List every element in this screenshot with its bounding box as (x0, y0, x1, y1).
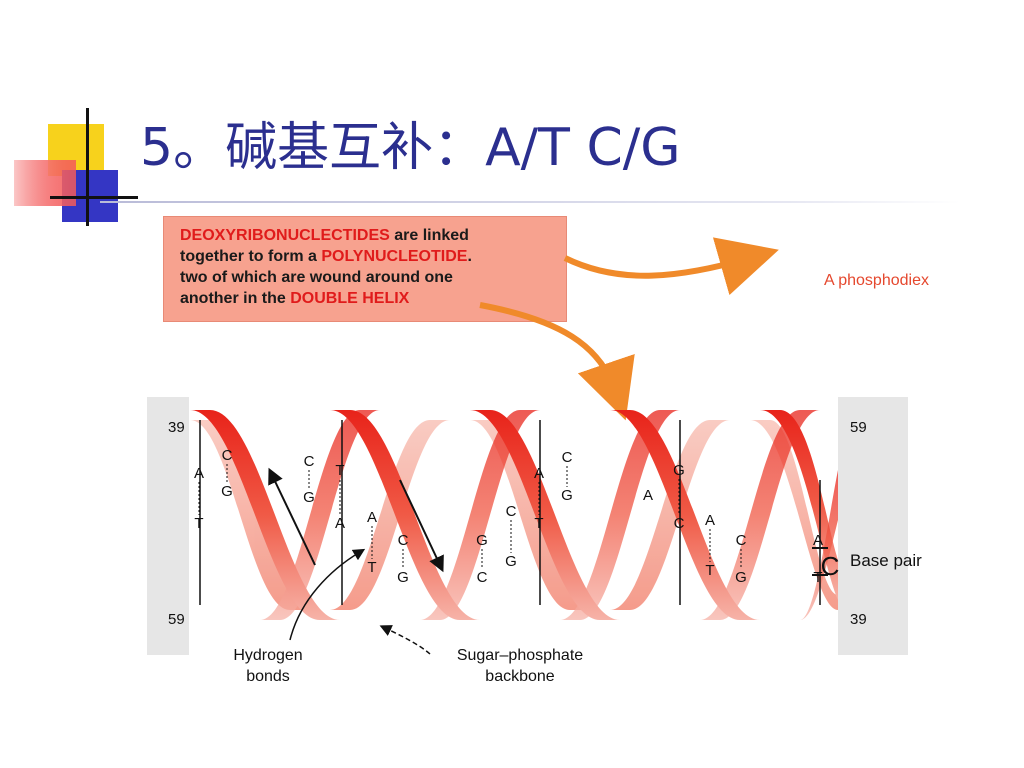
base-letters: AT CG CG TA AT CG GC CG AT CG A GC AT CG… (194, 447, 823, 586)
info-highlight-helix: DOUBLE HELIX (290, 290, 410, 307)
arrow-to-phosphodiester (563, 237, 779, 296)
svg-text:A: A (705, 512, 715, 529)
phosphodiester-label: A phosphodiex (824, 272, 929, 289)
backbone-label-line2: backbone (485, 668, 554, 685)
svg-text:T: T (335, 462, 344, 479)
strand-direction-arrow (399, 479, 444, 573)
backbone-label-line1: Sugar–phosphate (457, 647, 583, 664)
svg-text:A: A (367, 509, 377, 526)
info-highlight-deoxy: DEOXYRIBONUCLECTIDES (180, 227, 390, 244)
ornament-horizontal-line (50, 196, 138, 199)
strand-direction-arrow (268, 467, 316, 566)
highlighted-base-C: C (821, 551, 840, 581)
svg-text:G: G (561, 487, 573, 504)
left-bottom-end-label: 59 (168, 611, 185, 628)
svg-text:A: A (534, 465, 544, 482)
svg-text:T: T (194, 515, 203, 532)
hydrogen-bond-dashes (198, 464, 742, 569)
svg-text:C: C (398, 532, 409, 549)
slide-title: 5。碱基互补：A/T C/G (140, 118, 681, 178)
svg-text:C: C (506, 503, 517, 520)
svg-text:A: A (194, 465, 204, 482)
svg-text:G: G (735, 569, 747, 586)
hydrogen-label-line1: Hydrogen (233, 647, 302, 664)
svg-text:G: G (673, 462, 685, 479)
title-divider (100, 201, 960, 203)
svg-text:T: T (367, 559, 376, 576)
svg-text:A: A (813, 532, 823, 549)
base-pair-bracket (812, 547, 828, 576)
svg-text:C: C (304, 453, 315, 470)
info-text: together to form a (180, 248, 322, 265)
svg-text:C: C (674, 515, 685, 532)
svg-text:G: G (303, 489, 315, 506)
back-strand (190, 420, 838, 610)
hydrogen-label-line2: bonds (246, 668, 290, 685)
hydrogen-pointer-arrow (289, 548, 366, 641)
base-pair-rungs (199, 420, 821, 605)
left-end-panel (147, 397, 189, 655)
info-text: . (467, 248, 472, 265)
base-pair-label: Base pair (850, 551, 922, 570)
info-highlight-poly: POLYNUCLEOTIDE (321, 248, 468, 265)
backbone-pointer-arrow (379, 625, 431, 655)
right-end-panel (838, 397, 908, 655)
right-top-end-label: 59 (850, 419, 867, 436)
info-text: another in the (180, 290, 291, 307)
ornament-vertical-line (86, 108, 89, 226)
svg-text:A: A (335, 515, 345, 532)
info-line-2: together to form a POLYNUCLEOTIDE. (180, 246, 566, 267)
svg-text:C: C (736, 532, 747, 549)
info-text: are linked (389, 227, 469, 244)
svg-text:T: T (705, 562, 714, 579)
arrow-to-helix (479, 302, 635, 421)
svg-text:C: C (222, 447, 233, 464)
info-line-4: another in the DOUBLE HELIX (180, 288, 566, 309)
info-box: DEOXYRIBONUCLECTIDES are linked together… (163, 216, 567, 322)
svg-text:A: A (643, 487, 653, 504)
svg-text:C: C (477, 569, 488, 586)
info-line-1: DEOXYRIBONUCLECTIDES are linked (180, 225, 566, 246)
svg-text:G: G (476, 532, 488, 549)
title-ornament (14, 108, 138, 226)
info-line-3: two of which are wound around one (180, 269, 453, 286)
svg-text:T: T (813, 569, 822, 586)
front-strand (190, 410, 838, 620)
right-bottom-end-label: 39 (850, 611, 867, 628)
svg-text:C: C (562, 449, 573, 466)
svg-text:G: G (505, 553, 517, 570)
svg-text:G: G (221, 483, 233, 500)
svg-text:G: G (397, 569, 409, 586)
left-top-end-label: 39 (168, 419, 185, 436)
svg-text:T: T (534, 515, 543, 532)
